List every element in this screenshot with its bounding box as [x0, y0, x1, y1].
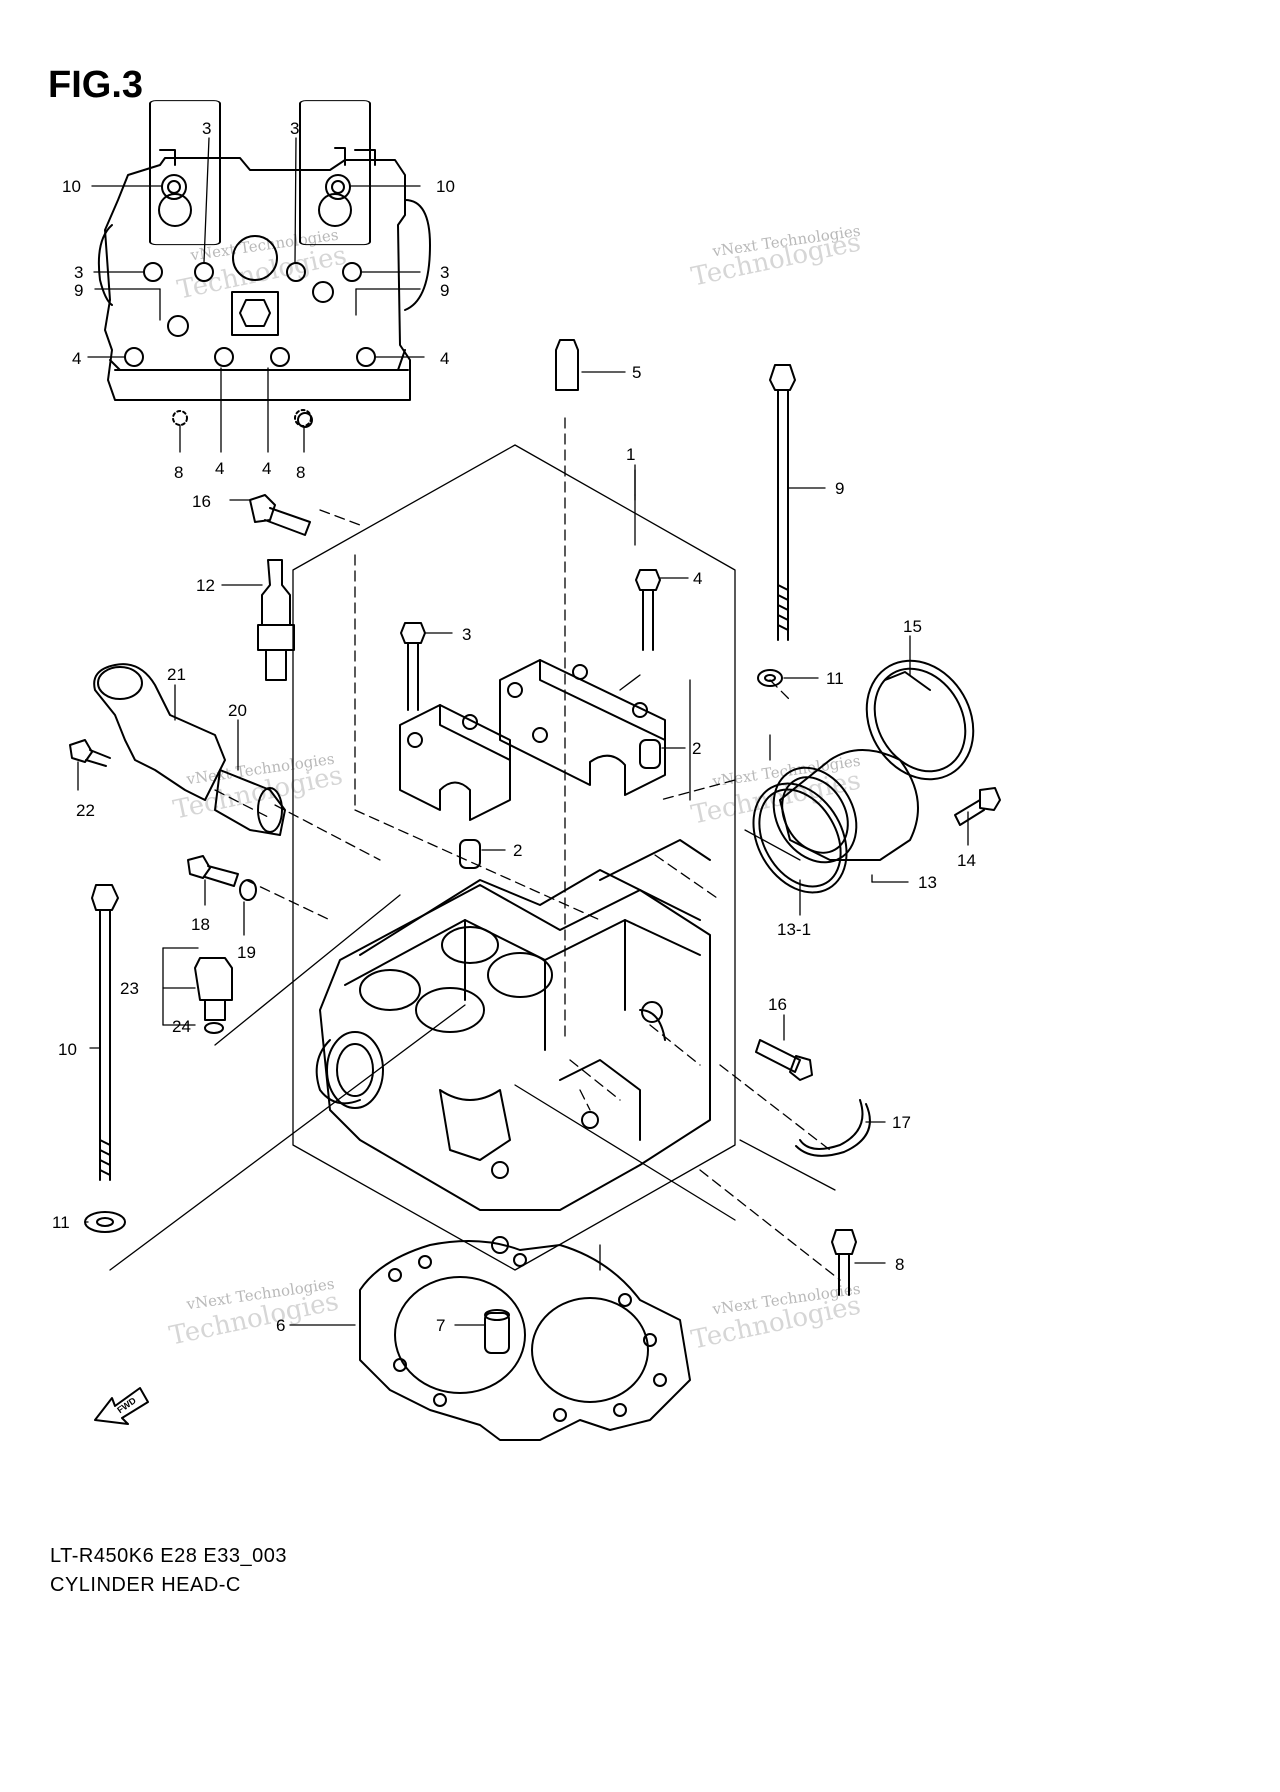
callout-4d: 4	[262, 459, 271, 478]
camshaft-journal-holders	[399, 659, 666, 821]
hardware-parts	[69, 339, 1001, 1441]
callout-3a: 3	[202, 119, 211, 138]
callout-23: 23	[120, 979, 139, 998]
cylinder-head-top-view	[97, 100, 431, 428]
figure-title: FIG.3	[48, 64, 144, 106]
callout-15: 15	[903, 617, 922, 636]
callout-2a: 2	[692, 739, 701, 758]
callout-4e: 4	[693, 569, 702, 588]
callout-13: 13	[918, 873, 937, 892]
assembly-outline-frame	[109, 417, 841, 1281]
callout-3e: 3	[462, 625, 471, 644]
callout-10b: 10	[436, 177, 455, 196]
callout-2b: 2	[513, 841, 522, 860]
callout-9b: 9	[440, 281, 449, 300]
callout-8b: 8	[296, 463, 305, 482]
callout-8a: 8	[174, 463, 183, 482]
callout-3c: 3	[74, 263, 83, 282]
callout-4a: 4	[72, 349, 81, 368]
callout-leader-lines	[77, 371, 969, 1326]
callout-24: 24	[172, 1017, 191, 1036]
fwd-label: FWD	[115, 1395, 138, 1415]
callout-4c: 4	[215, 459, 224, 478]
callout-6: 6	[276, 1316, 285, 1335]
callout-16b: 16	[768, 995, 787, 1014]
callout-18: 18	[191, 915, 210, 934]
callout-14: 14	[957, 851, 976, 870]
callout-5: 5	[632, 363, 641, 382]
cylinder-head-body	[315, 839, 711, 1211]
callout-12: 12	[196, 576, 215, 595]
inset-leader-lines	[87, 137, 425, 453]
callout-19: 19	[237, 943, 256, 962]
callout-20: 20	[228, 701, 247, 720]
callout-22: 22	[76, 801, 95, 820]
callout-3d: 3	[440, 263, 449, 282]
callout-9a: 9	[74, 281, 83, 300]
callout-10c: 10	[58, 1040, 77, 1059]
callout-16a: 16	[192, 492, 211, 511]
callout-11b: 11	[52, 1213, 70, 1232]
callout-1: 1	[626, 445, 635, 464]
callout-4b: 4	[440, 349, 449, 368]
callout-11a: 11	[826, 669, 844, 688]
callout-13-1: 13-1	[777, 920, 811, 939]
callout-10a: 10	[62, 177, 81, 196]
callout-17: 17	[892, 1113, 911, 1132]
callout-7: 7	[436, 1316, 445, 1335]
callout-3b: 3	[290, 119, 299, 138]
drawing-code: LT-R450K6 E28 E33_003	[50, 1545, 287, 1567]
callout-21: 21	[167, 665, 186, 684]
callout-9c: 9	[835, 479, 844, 498]
callout-8c: 8	[895, 1255, 904, 1274]
drawing-description: CYLINDER HEAD-C	[50, 1574, 241, 1596]
fwd-arrow-icon	[94, 1387, 149, 1425]
